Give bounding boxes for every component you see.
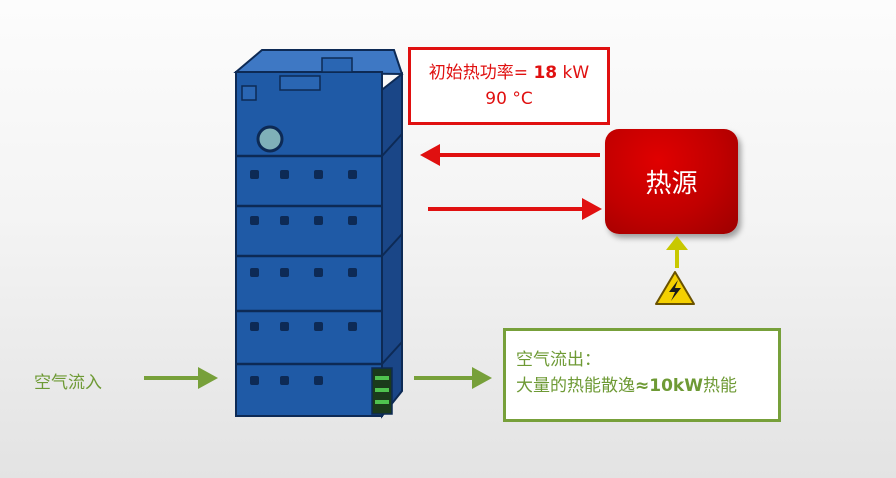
initial-heat-power-value: 18 [533, 63, 558, 83]
energy-input-arrow [666, 236, 688, 268]
initial-temperature: 90 °C [485, 89, 533, 109]
heat-source-label: 热源 [645, 169, 698, 199]
battery-module-icon [233, 49, 404, 419]
air-inflow-arrow [144, 367, 218, 389]
initial-heat-power-row: 初始热功率= 18 kW [429, 60, 589, 86]
initial-heat-power-unit: kW [557, 63, 590, 83]
heat-power-label-box: 初始热功率= 18 kW 90 °C [408, 47, 610, 125]
air-outflow-box: 空气流出： 大量的热能散逸≈10kW热能 [503, 328, 781, 422]
air-inflow-label: 空气流入 [34, 373, 102, 393]
heat-dissipation-label: 大量的热能散逸 [516, 376, 635, 396]
air-outflow-arrow [414, 367, 492, 389]
air-outflow-title: 空气流出： [516, 350, 601, 370]
heat-to-device-arrow [420, 144, 600, 166]
device-to-heat-arrow [428, 198, 602, 220]
heat-dissipation-row: 大量的热能散逸≈10kW热能 [516, 373, 778, 399]
heat-dissipation-suffix: 热能 [702, 376, 737, 396]
heat-dissipation-value: ≈10kW [635, 376, 703, 396]
high-voltage-warning-icon [655, 271, 695, 305]
heat-source-box: 热源 [605, 129, 738, 234]
initial-heat-power-label: 初始热功率= [428, 63, 534, 83]
